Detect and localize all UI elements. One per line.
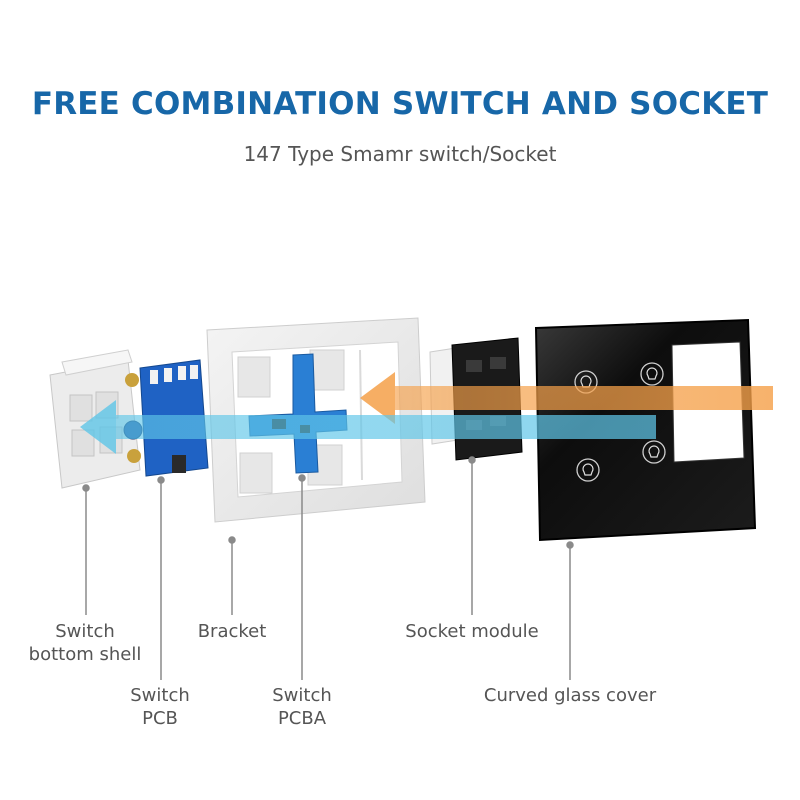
label-switch-bottom-shell: Switch bottom shell [10,620,160,666]
orange-arrow [360,372,773,424]
label-bracket: Bracket [197,621,267,642]
bulb-touch-icon [642,440,666,464]
label-line: PCBA [277,708,327,729]
label-line: Switch [272,685,332,706]
bulb-touch-icon [576,458,600,482]
label-socket-module: Socket module [405,621,539,642]
blue-arrow [80,400,656,454]
leader-lines [82,456,574,680]
page-title: FREE COMBINATION SWITCH AND SOCKET [31,86,769,122]
label-line: Switch [55,621,115,642]
label-switch-pcba: Switch PCBA [242,684,362,730]
label-line: bottom shell [28,644,142,665]
label-line: PCB [142,708,178,729]
label-curved-glass-cover: Curved glass cover [483,685,657,706]
label-switch-pcb: Switch PCB [100,684,220,730]
page-subtitle: 147 Type Smamr switch/Socket [243,142,557,166]
bulb-touch-icon [640,362,664,386]
label-line: Switch [130,685,190,706]
